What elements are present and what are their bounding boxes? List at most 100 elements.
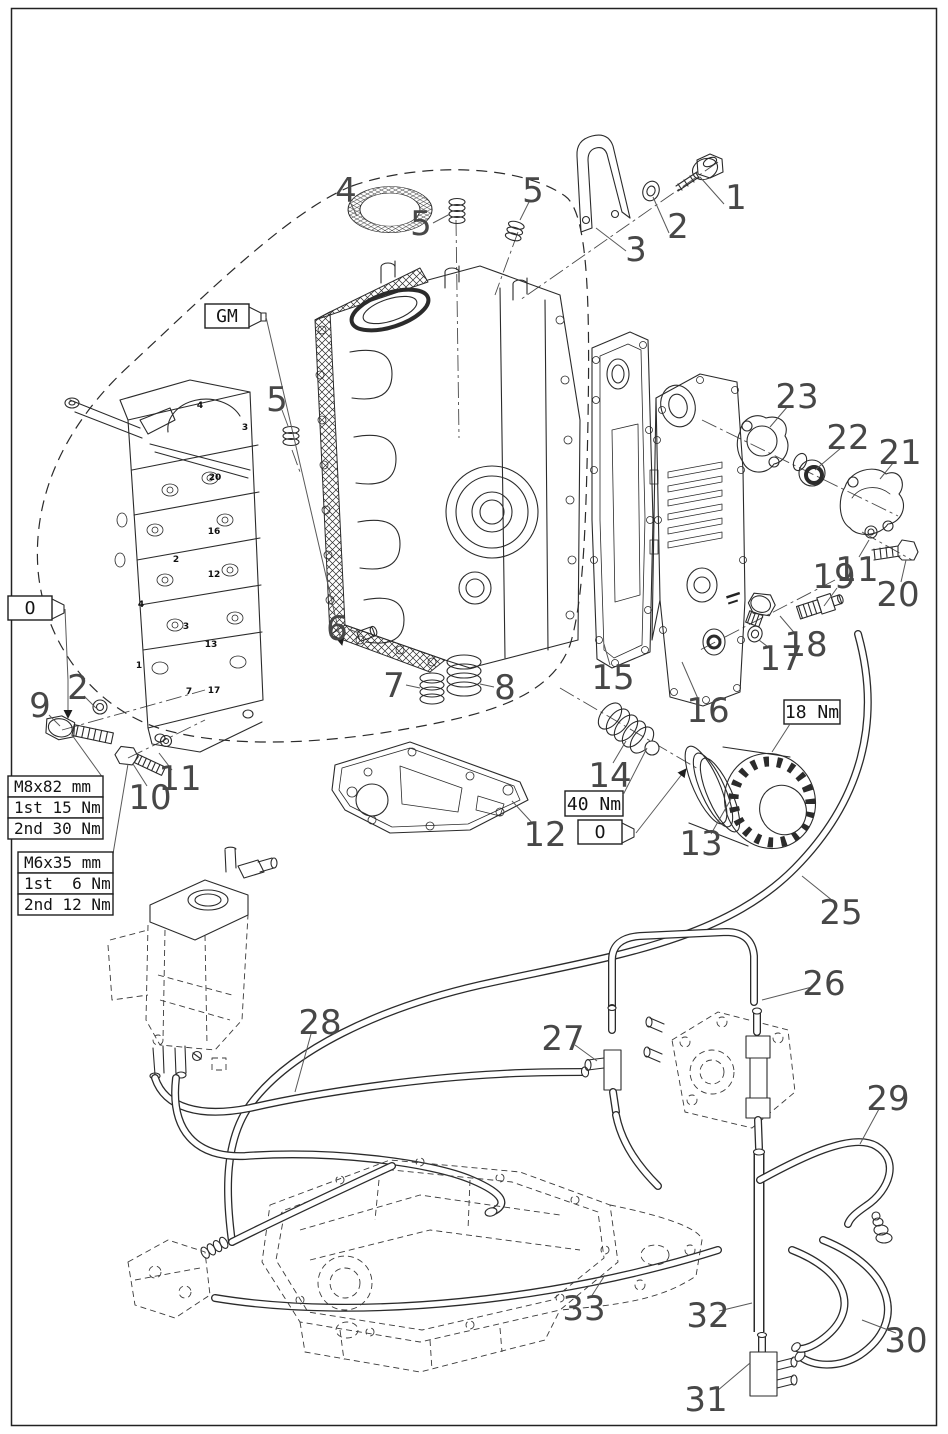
gm-label-text: GM	[216, 306, 238, 327]
callout-leader-17	[758, 639, 773, 651]
washer-17-art	[747, 625, 763, 643]
filter-torque-text: 18 Nm	[785, 702, 839, 723]
vapor-separator-art	[107, 846, 278, 1080]
hose-25-art	[224, 630, 872, 1246]
grommet-8-art	[446, 654, 482, 697]
callout-leader-4	[349, 201, 358, 217]
callout-leader-5	[519, 201, 530, 221]
callout-11: 11	[835, 550, 878, 590]
callout-leader-33	[590, 1274, 606, 1298]
fitting-31-art	[749, 1331, 798, 1397]
callout-9: 9	[29, 686, 51, 726]
callout-33: 33	[562, 1289, 605, 1329]
oil-filter-label-text: O	[595, 822, 606, 843]
callout-19: 19	[812, 557, 855, 597]
callout-leader-18	[779, 615, 798, 637]
hose-30-art	[788, 1236, 892, 1369]
callout-leader-2	[83, 695, 97, 709]
torque-table-m8: M8x82 mm 1st 15 Nm 2nd 30 Nm	[7, 734, 104, 840]
callout-leader-23	[769, 405, 789, 428]
callout-leader-11	[158, 752, 173, 771]
callout-leader-15	[603, 643, 611, 666]
stud-torque-text: 40 Nm	[567, 794, 621, 815]
assembly-boundary-dashed	[36, 169, 590, 743]
callout-2: 2	[667, 207, 689, 247]
callout-leader-7	[405, 684, 421, 689]
callout-2: 2	[67, 668, 89, 708]
callout-6: 6	[326, 609, 348, 649]
callout-18: 18	[784, 625, 827, 665]
washer-2-art	[642, 180, 660, 202]
washer-11-art	[864, 525, 878, 539]
callout-5: 5	[266, 380, 288, 420]
callout-1: 1	[725, 178, 747, 218]
dowel-6-art	[356, 625, 378, 642]
bolt-1-art	[675, 153, 724, 192]
t-fitting-27-art	[584, 1004, 662, 1190]
oil-top-label: O	[7, 595, 73, 719]
cover-16-art	[649, 373, 747, 707]
callout-leader-14	[612, 740, 627, 764]
callout-leader-1	[699, 176, 725, 205]
stud-torque-label: 40 Nm	[564, 747, 648, 817]
callout-leader-2	[652, 196, 670, 234]
torque-m8-first: 1st 15 Nm	[14, 798, 101, 817]
callout-leader-11	[858, 539, 870, 558]
cylinder-block-art	[314, 186, 581, 673]
hose-33-art	[211, 1246, 722, 1312]
callout-leader-20	[900, 559, 907, 583]
gasket-12-art	[331, 741, 529, 834]
crankcase-art	[64, 379, 264, 753]
callout-5: 5	[522, 171, 544, 211]
callout-leader-5	[432, 213, 451, 224]
sequence-number-20: 20	[209, 473, 222, 483]
callout-leader-26	[761, 986, 813, 1001]
bolt-18-art	[745, 592, 776, 628]
sequence-number-12: 12	[208, 570, 221, 580]
callout-leader-9	[48, 714, 61, 727]
callout-23: 23	[775, 377, 818, 417]
oil-filter-13-art	[684, 745, 817, 850]
hose-28-art	[151, 1066, 590, 1116]
torque-m8-second: 2nd 30 Nm	[14, 819, 101, 838]
callout-leader-29	[859, 1108, 880, 1145]
callout-leader-32	[718, 1302, 753, 1312]
callout-leader-13	[710, 798, 732, 835]
filter-torque-label: 18 Nm	[771, 699, 841, 753]
callout-22: 22	[826, 418, 869, 458]
callout-4: 4	[335, 171, 357, 211]
hose-29-art	[756, 1138, 894, 1228]
callout-leader-12	[511, 800, 536, 827]
callout-32: 32	[686, 1296, 729, 1336]
sequence-number-2: 2	[173, 555, 179, 565]
sequence-number-4: 4	[197, 401, 203, 411]
sequence-number-16: 16	[208, 527, 221, 537]
callout-leader-8	[479, 683, 495, 688]
thermostat-cover-21-art	[839, 468, 904, 535]
callout-leader-27	[574, 1044, 598, 1062]
washer-2-left-art	[92, 699, 108, 715]
hose-26-art	[608, 927, 758, 1026]
callout-10: 10	[128, 778, 171, 818]
oil-filter-label: O	[577, 768, 687, 845]
spring-14-art	[597, 702, 660, 756]
sequence-number-13: 13	[205, 640, 218, 650]
callout-leader-22	[814, 447, 842, 471]
callout-leader-16	[681, 661, 700, 702]
thermostat-gasket-23-art	[736, 415, 789, 473]
callout-12: 12	[523, 815, 566, 855]
callout-leader-10	[132, 763, 148, 787]
hose-separator-lower-art	[171, 1074, 506, 1217]
oil-top-label-text: O	[25, 598, 36, 619]
callout-leader-19	[823, 587, 838, 607]
callout-30: 30	[884, 1321, 927, 1361]
sequence-number-7: 7	[186, 687, 192, 697]
sequence-number-17: 17	[208, 686, 221, 696]
callout-leader-3	[595, 227, 627, 252]
callout-21: 21	[878, 433, 921, 473]
callout-leader-21	[879, 462, 894, 480]
connector-art	[127, 1162, 396, 1319]
sequence-number-4: 4	[138, 600, 144, 610]
callout-14: 14	[588, 756, 631, 796]
